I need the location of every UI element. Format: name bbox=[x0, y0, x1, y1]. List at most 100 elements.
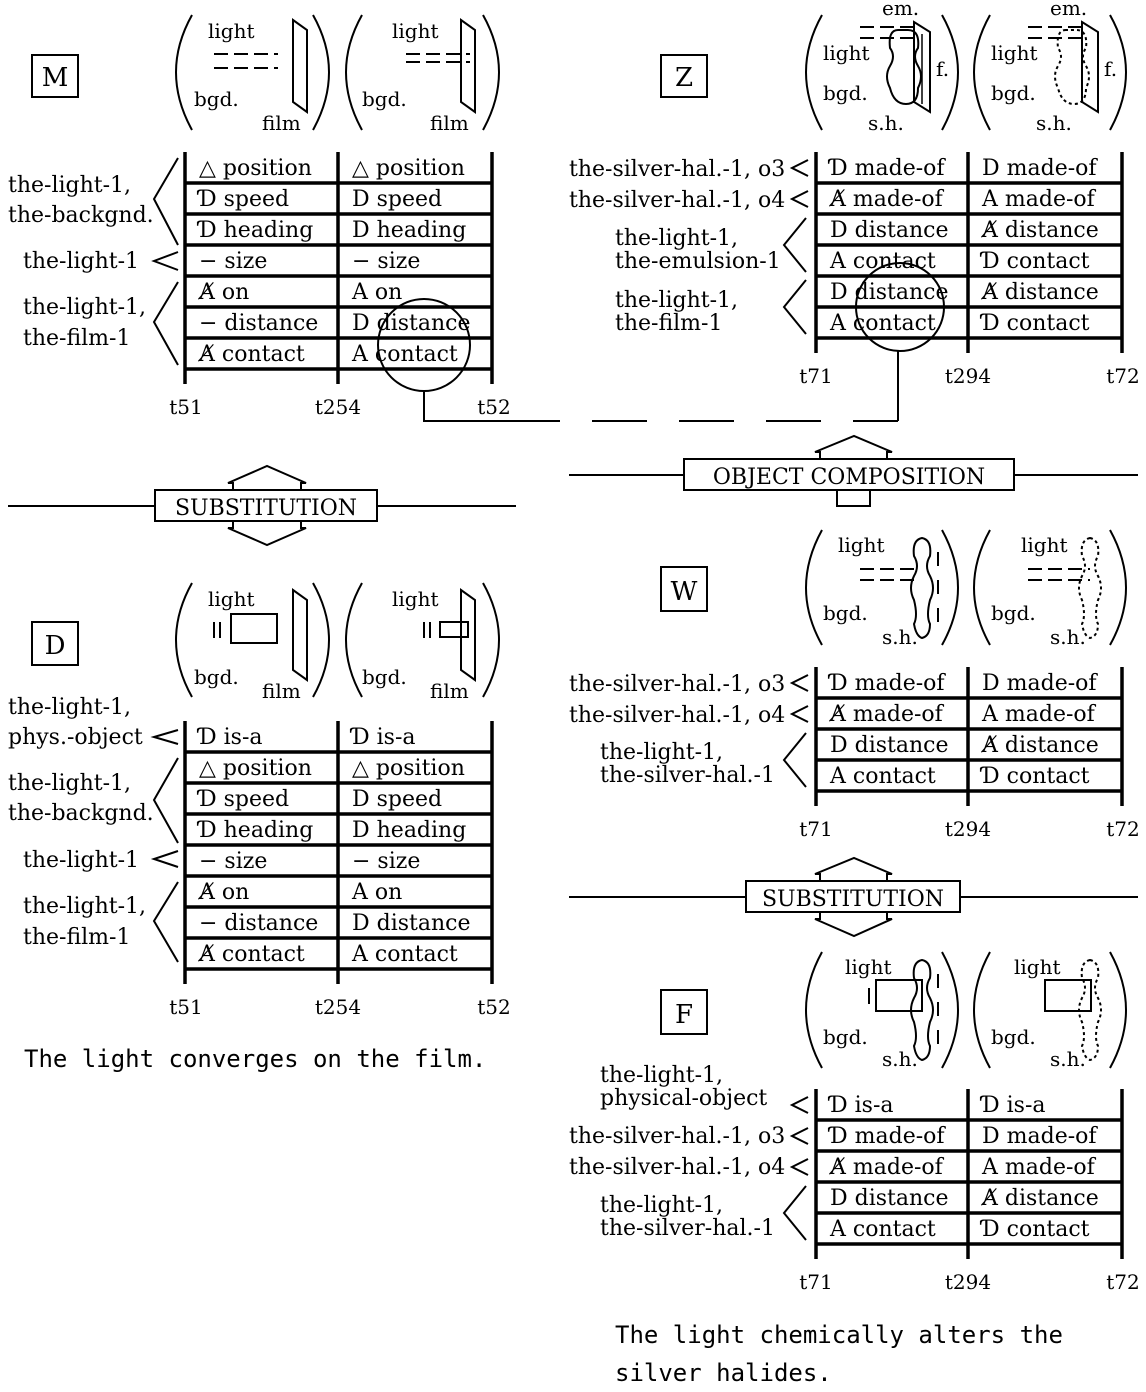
cell-after: A contact bbox=[351, 342, 458, 367]
group-label: the-silver-hal.-1 bbox=[600, 763, 775, 788]
substitution-operator-right: SUBSTITUTION bbox=[569, 856, 1138, 938]
cell-before: − distance bbox=[199, 911, 318, 936]
cell-after: − size bbox=[352, 249, 420, 274]
cell-before: A̸ made-of bbox=[829, 187, 945, 212]
panel-f-picture-before: light bgd. s.h. bbox=[805, 951, 959, 1071]
group-label: the-film-1 bbox=[615, 311, 722, 336]
silver-halide-label: s.h. bbox=[1050, 1047, 1086, 1071]
panel-d-label-box bbox=[31, 621, 79, 666]
light-label: light bbox=[1014, 955, 1061, 979]
cell-before: Ɗ made-of bbox=[827, 1124, 946, 1149]
panel-w-label: W bbox=[671, 577, 698, 607]
group-label: the-light-1 bbox=[23, 848, 139, 873]
cell-after: Ɗ contact bbox=[979, 764, 1090, 789]
background-label: bgd. bbox=[194, 87, 239, 111]
panel-d-picture-after: light bgd. film bbox=[345, 582, 500, 703]
light-label: light bbox=[392, 19, 439, 43]
silver-halide-icon bbox=[1078, 536, 1102, 640]
time-label: t294 bbox=[945, 364, 991, 388]
time-label: t51 bbox=[169, 995, 203, 1019]
panel-w-picture-after: light bgd. s.h. bbox=[973, 529, 1127, 649]
light-label: light bbox=[392, 587, 439, 611]
group-brace bbox=[782, 279, 807, 335]
group-label: the-light-1, bbox=[23, 894, 146, 919]
cell-after: D speed bbox=[352, 787, 442, 812]
group-label: the-silver-hal.-1, o4 bbox=[569, 188, 785, 213]
group-label: phys.-object bbox=[8, 725, 143, 750]
emulsion-label: em. bbox=[882, 0, 919, 20]
cell-before: A contact bbox=[829, 249, 936, 274]
film-label: film bbox=[262, 111, 301, 135]
group-brace bbox=[150, 850, 179, 868]
cell-before: A contact bbox=[829, 311, 936, 336]
cell-after: △ position bbox=[352, 156, 465, 181]
silver-halide-label: s.h. bbox=[882, 625, 918, 649]
time-label: t254 bbox=[315, 995, 361, 1019]
up-arrow-icon bbox=[227, 464, 307, 490]
group-label: the-silver-hal.-1, o4 bbox=[569, 1155, 785, 1180]
group-label: the-light-1, bbox=[615, 288, 738, 313]
cell-after: D made-of bbox=[982, 1124, 1098, 1149]
cell-after: − size bbox=[352, 849, 420, 874]
silver-halide-icon bbox=[910, 958, 934, 1062]
film-icon bbox=[913, 20, 931, 114]
silver-halide-label: s.h. bbox=[1036, 111, 1072, 135]
silver-halide-icon bbox=[1054, 29, 1090, 106]
cell-before: Ɗ speed bbox=[196, 787, 289, 812]
silver-halide-label: s.h. bbox=[868, 111, 904, 135]
group-brace bbox=[782, 732, 807, 788]
group-label: the-silver-hal.-1, o3 bbox=[569, 157, 785, 182]
panel-z-picture-before: em. light bgd. f. s.h. bbox=[805, 0, 959, 135]
panel-m-label: M bbox=[42, 63, 69, 93]
panel-f-label-box bbox=[660, 989, 708, 1035]
group-brace bbox=[782, 1185, 807, 1241]
panel-m-picture-after: light bgd. film bbox=[345, 14, 500, 135]
connector-line bbox=[423, 391, 505, 422]
substitution-label: SUBSTITUTION bbox=[762, 887, 944, 912]
background-label: bgd. bbox=[991, 601, 1036, 625]
panel-m-label-box bbox=[31, 54, 79, 98]
group-brace bbox=[152, 281, 179, 366]
film-label: film bbox=[262, 679, 301, 703]
cell-before: − size bbox=[199, 249, 267, 274]
group-label: the-backgnd. bbox=[8, 203, 154, 228]
cell-after: A̸ distance bbox=[981, 280, 1099, 305]
group-label: the-silver-hal.-1, o4 bbox=[569, 703, 785, 728]
caption-right-line-1: The light chemically alters the bbox=[615, 1321, 1063, 1349]
cell-after: A made-of bbox=[981, 1155, 1097, 1180]
panel-z-label: Z bbox=[675, 63, 693, 93]
light-label: light bbox=[991, 41, 1038, 65]
light-label: light bbox=[845, 955, 892, 979]
cell-after: D heading bbox=[352, 818, 466, 843]
group-brace bbox=[152, 157, 179, 246]
time-label: t52 bbox=[477, 395, 511, 419]
object-composition-box bbox=[683, 458, 1015, 491]
cell-before: Ɗ is-a bbox=[827, 1093, 894, 1118]
cell-before: D distance bbox=[830, 1186, 949, 1211]
group-brace bbox=[789, 705, 809, 723]
time-label: t72 bbox=[1106, 364, 1140, 388]
cell-before: D distance bbox=[830, 280, 949, 305]
panel-f-label: F bbox=[675, 1000, 693, 1030]
cell-before: D distance bbox=[830, 733, 949, 758]
substitution-operator-left: SUBSTITUTION bbox=[8, 464, 516, 547]
group-label: the-light-1, bbox=[600, 1193, 723, 1218]
cell-after: D distance bbox=[352, 911, 471, 936]
group-label: the-film-1 bbox=[23, 326, 130, 351]
panel-z-picture-after: em. light bgd. f. s.h. bbox=[973, 0, 1127, 135]
object-composition-operator: OBJECT COMPOSITION bbox=[569, 434, 1138, 507]
group-label: the-light-1, bbox=[23, 295, 146, 320]
time-label: t254 bbox=[315, 395, 361, 419]
cell-after: Ɗ is-a bbox=[349, 725, 416, 750]
cell-before: A̸ made-of bbox=[829, 702, 945, 727]
cell-before: A̸ contact bbox=[198, 342, 305, 367]
group-brace bbox=[152, 881, 179, 963]
group-label: the-film-1 bbox=[23, 925, 130, 950]
background-label: bgd. bbox=[194, 665, 239, 689]
group-label: the-emulsion-1 bbox=[615, 249, 781, 274]
cell-after: Ɗ contact bbox=[979, 249, 1090, 274]
background-label: bgd. bbox=[823, 81, 868, 105]
cell-before: Ɗ heading bbox=[196, 218, 313, 243]
